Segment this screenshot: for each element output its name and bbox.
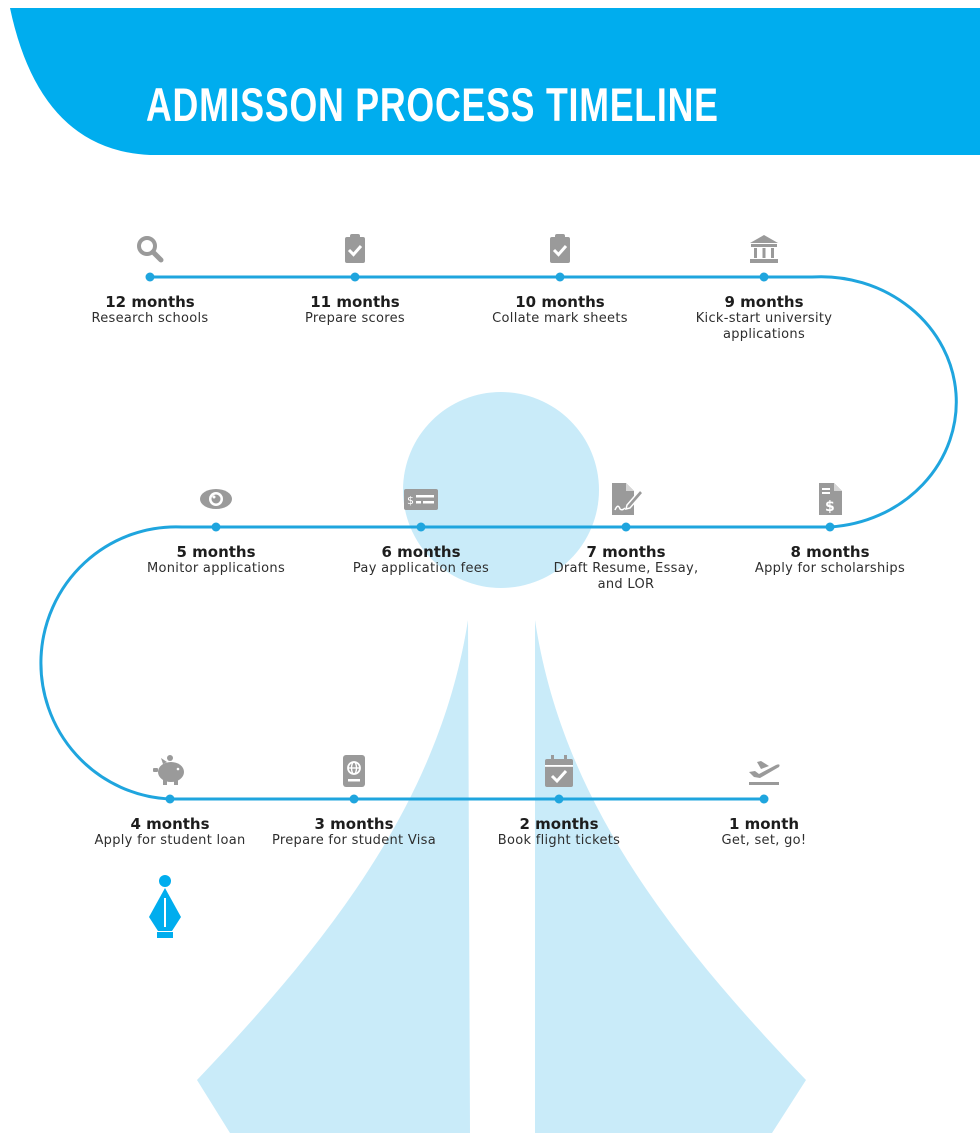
timeline-dot (555, 272, 565, 282)
invoice-dollar-icon: $ (812, 481, 848, 517)
timeline-dot (825, 522, 835, 532)
milestone-months: 7 months (586, 543, 666, 561)
timeline-dot (165, 794, 175, 804)
milestone-task: Book flight tickets (497, 833, 621, 848)
eye-icon (198, 481, 234, 517)
milestone-task: Get, set, go! (721, 833, 807, 848)
milestone-task: Prepare for student Visa (271, 833, 437, 848)
timeline-dot (759, 794, 769, 804)
decor-circle (403, 392, 599, 588)
milestone-task: Draft Resume, Essay, and LOR (553, 561, 699, 592)
timeline-dot (145, 272, 155, 282)
piggy-bank-icon (152, 753, 188, 789)
milestone-task: Research schools (91, 311, 209, 326)
header-banner: ADMISSON PROCESS TIMELINE (0, 0, 980, 155)
milestone-task: Kick-start university applications (695, 311, 833, 342)
search-icon (132, 231, 168, 267)
timeline-dot (621, 522, 631, 532)
decor-road-left (197, 620, 470, 1133)
milestone-task: Prepare scores (305, 311, 405, 326)
calendar-check-icon (541, 753, 577, 789)
milestone-months: 3 months (314, 815, 394, 833)
university-icon (746, 231, 782, 267)
clipboard-check-icon (542, 231, 578, 267)
milestone-months: 12 months (105, 293, 195, 311)
milestone-task: Collate mark sheets (492, 311, 628, 326)
timeline-dot (759, 272, 769, 282)
milestone-months: 2 months (519, 815, 599, 833)
milestone-task: Pay application fees (352, 561, 490, 576)
milestone-months: 8 months (790, 543, 870, 561)
timeline-dot (349, 794, 359, 804)
milestone-months: 11 months (310, 293, 400, 311)
svg-text:$: $ (825, 499, 835, 515)
timeline-dot (416, 522, 426, 532)
passport-icon (336, 753, 372, 789)
milestone-months: 1 month (728, 815, 800, 833)
pen-nib-icon (145, 874, 185, 940)
milestone-task: Apply for scholarships (754, 561, 906, 576)
timeline-dots (145, 272, 835, 804)
milestone-task: Monitor applications (146, 561, 286, 576)
milestone-months: 6 months (381, 543, 461, 561)
timeline-dot (211, 522, 221, 532)
money-check-icon: $ (403, 481, 439, 517)
milestone-months: 9 months (724, 293, 804, 311)
timeline-dot (350, 272, 360, 282)
clipboard-check-icon (337, 231, 373, 267)
decor-road-right (535, 620, 806, 1133)
timeline-dot (554, 794, 564, 804)
page-title: ADMISSON PROCESS TIMELINE (146, 78, 719, 131)
milestone-months: 4 months (130, 815, 210, 833)
svg-text:$: $ (407, 494, 414, 507)
milestone-task: Apply for student loan (94, 833, 246, 848)
milestone-months: 10 months (515, 293, 605, 311)
milestone-months: 5 months (176, 543, 256, 561)
signature-icon (608, 481, 644, 517)
plane-departure-icon (746, 753, 782, 789)
